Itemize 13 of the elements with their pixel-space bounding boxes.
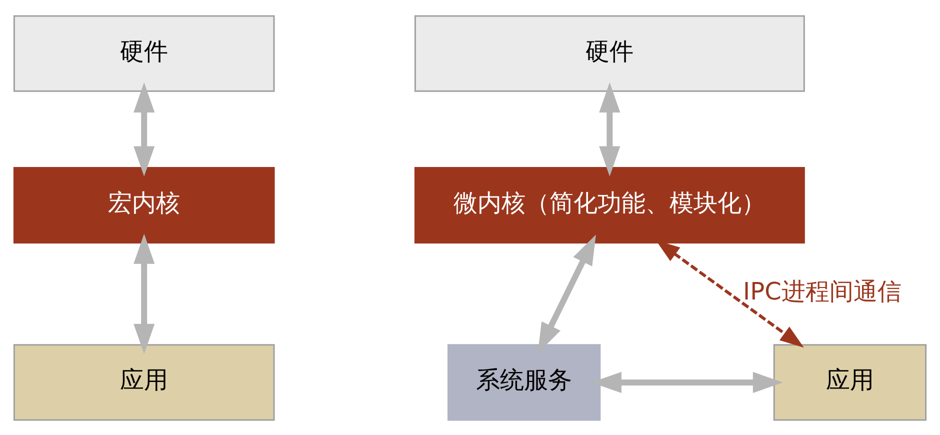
- arrow: [538, 234, 596, 353]
- node-box: 系统服务: [447, 344, 601, 420]
- node-box: 微内核（简化功能、模块化）: [414, 166, 805, 244]
- arrow: [134, 233, 155, 354]
- node-box: 硬件: [414, 14, 805, 92]
- edge-label: IPC进程间通信: [743, 277, 902, 306]
- arrow: [599, 82, 620, 176]
- node-box: 应用: [773, 344, 927, 420]
- arrow: [134, 82, 155, 176]
- arrow: [591, 371, 784, 392]
- node-box: 宏内核: [13, 166, 275, 244]
- node-box: 硬件: [13, 14, 275, 92]
- node-box: 应用: [13, 344, 275, 420]
